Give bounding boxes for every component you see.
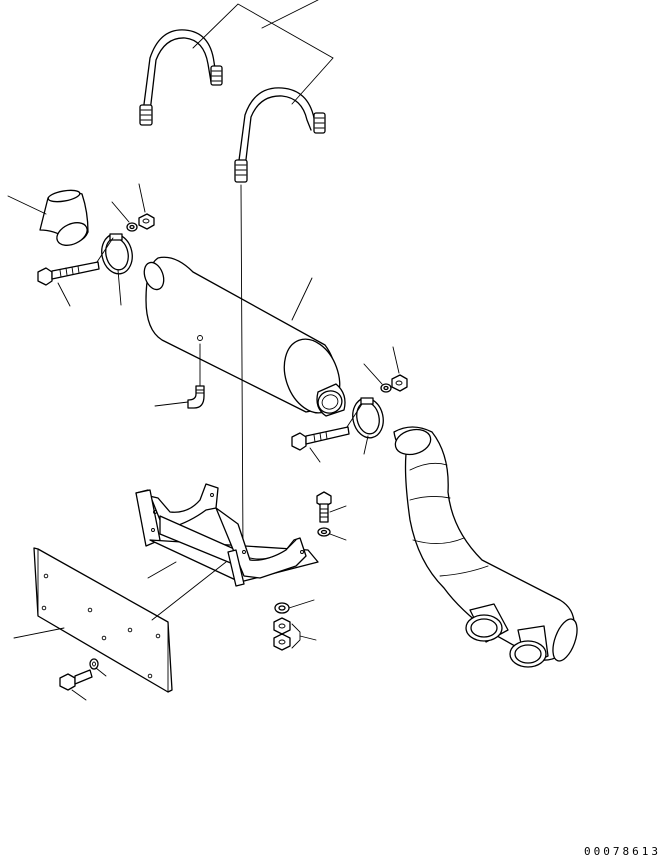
bracket-washer [317, 527, 347, 541]
clamp-bolt [291, 403, 363, 463]
spring-washer [274, 599, 315, 614]
u-bolt-lower [234, 87, 326, 183]
u-bolt-leader [192, 0, 334, 105]
hex-nut [138, 183, 155, 230]
figure-number: 00078613 [584, 845, 661, 858]
hex-nut [391, 346, 408, 392]
drain-fitting [154, 335, 205, 409]
tail-pipe [393, 426, 578, 668]
clamp-bolt [37, 237, 114, 307]
elbow-pipe [7, 189, 89, 246]
mounting-plate [13, 547, 227, 693]
flat-washer [363, 363, 392, 393]
band-clamp [352, 397, 384, 455]
double-nut [273, 617, 317, 651]
plate-bolt [59, 658, 107, 701]
u-bolt-center-line [240, 184, 244, 551]
u-bolt-upper [139, 29, 223, 126]
muffler-bracket [135, 483, 319, 587]
flat-washer [111, 201, 138, 232]
bracket-bolt [316, 491, 347, 523]
band-clamp [101, 233, 133, 306]
muffler [143, 256, 346, 417]
